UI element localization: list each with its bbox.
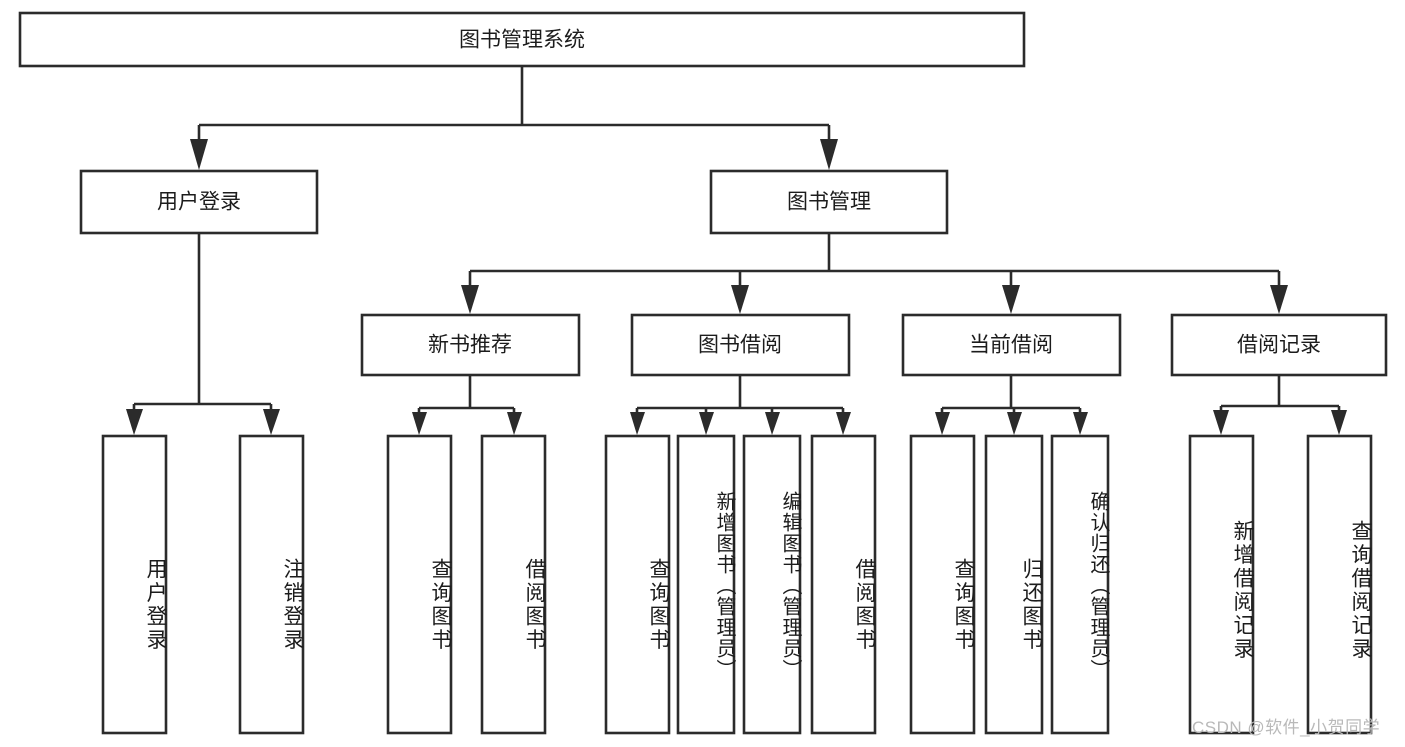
connector-group-current-borrow xyxy=(935,375,1088,435)
arrow-head-leaf-user-login xyxy=(126,409,143,435)
node-root-box[interactable] xyxy=(18,11,1026,68)
arrow-head-book-manage xyxy=(820,139,838,170)
node-leaf-query-book-2-box[interactable] xyxy=(604,434,671,735)
arrow-head-leaf-borrow-book-1 xyxy=(507,412,522,435)
node-leaf-add-book-box[interactable] xyxy=(676,434,736,735)
node-book-borrow-label: 图书借阅 xyxy=(698,334,782,357)
arrow-head-leaf-return-book xyxy=(1007,412,1022,435)
node-book-manage-box[interactable] xyxy=(709,169,949,235)
arrow-head-leaf-add-book xyxy=(699,412,714,435)
node-borrow-record-label: 借阅记录 xyxy=(1237,334,1321,357)
node-leaf-query-book-1-box[interactable] xyxy=(386,434,453,735)
node-book-borrow[interactable]: 图书借阅 xyxy=(630,313,851,377)
node-leaf-edit-book-box[interactable] xyxy=(742,434,802,735)
node-book-borrow-box[interactable] xyxy=(630,313,851,377)
node-new-book-rec-box[interactable] xyxy=(360,313,581,377)
connector-group-user-login xyxy=(126,233,280,435)
arrow-head-leaf-query-book-1 xyxy=(412,412,427,435)
node-book-manage-label: 图书管理 xyxy=(787,191,871,214)
connector-group-book-manage xyxy=(461,233,1288,314)
arrow-head-user-login xyxy=(190,139,208,170)
node-user-login[interactable]: 用户登录 xyxy=(79,169,319,235)
node-root-label: 图书管理系统 xyxy=(459,29,585,52)
arrow-head-current-borrow xyxy=(1002,285,1020,314)
arrow-head-leaf-query-book-2 xyxy=(630,412,645,435)
arrow-head-leaf-add-record xyxy=(1213,410,1229,435)
arrow-head-leaf-borrow-book-2 xyxy=(836,412,851,435)
csdn-watermark: CSDN @软件_小贺同学 xyxy=(1192,718,1381,737)
node-leaf-borrow-book-2-box[interactable] xyxy=(810,434,877,735)
node-book-manage[interactable]: 图书管理 xyxy=(709,169,949,235)
arrow-head-new-book-rec xyxy=(461,285,479,314)
arrow-head-leaf-edit-book xyxy=(765,412,780,435)
node-user-login-box[interactable] xyxy=(79,169,319,235)
node-borrow-record[interactable]: 借阅记录 xyxy=(1170,313,1388,377)
node-leaf-return-book-box[interactable] xyxy=(984,434,1044,735)
node-leaf-query-record-box[interactable] xyxy=(1306,434,1373,735)
node-leaf-add-record-box[interactable] xyxy=(1188,434,1255,735)
arrow-head-book-borrow xyxy=(731,285,749,314)
node-current-borrow-label: 当前借阅 xyxy=(969,334,1053,357)
node-leaf-user-login-box[interactable] xyxy=(101,434,168,735)
node-leaf-confirm-return-box[interactable] xyxy=(1050,434,1110,735)
arrow-head-leaf-query-record xyxy=(1331,410,1347,435)
node-leaf-query-book-3-box[interactable] xyxy=(909,434,976,735)
node-borrow-record-box[interactable] xyxy=(1170,313,1388,377)
arrow-head-leaf-confirm-return xyxy=(1073,412,1088,435)
node-current-borrow[interactable]: 当前借阅 xyxy=(901,313,1122,377)
arrow-head-borrow-record xyxy=(1270,285,1288,314)
node-user-login-label: 用户登录 xyxy=(157,191,241,214)
connector-group-root xyxy=(190,66,838,170)
connector-group-new-book-rec xyxy=(412,375,522,435)
connector-group-book-borrow xyxy=(630,375,851,435)
node-leaf-borrow-book-1-box[interactable] xyxy=(480,434,547,735)
node-root[interactable]: 图书管理系统 xyxy=(18,11,1026,68)
node-current-borrow-box[interactable] xyxy=(901,313,1122,377)
arrow-head-leaf-query-book-3 xyxy=(935,412,950,435)
node-leaf-user-logout-box[interactable] xyxy=(238,434,305,735)
node-new-book-rec-label: 新书推荐 xyxy=(428,334,512,357)
node-new-book-rec[interactable]: 新书推荐 xyxy=(360,313,581,377)
connector-group-borrow-record xyxy=(1213,375,1347,435)
arrow-head-leaf-user-logout xyxy=(263,409,280,435)
